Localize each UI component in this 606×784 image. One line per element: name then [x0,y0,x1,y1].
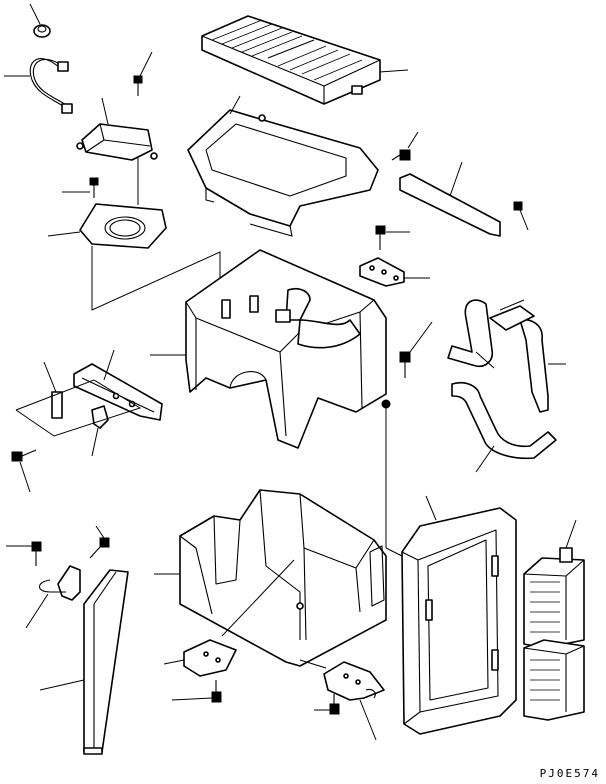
clip-plate [359,225,430,287]
base-bracket [163,639,237,703]
lower-case [154,489,387,669]
mounting-clip [6,525,110,629]
bolt [391,131,419,161]
bolt [11,449,37,493]
controller-unit [76,97,158,161]
leader-line [385,547,403,557]
long-panel [39,569,129,755]
bracket-bar [399,161,529,237]
screw [62,177,99,198]
grommet [29,3,51,38]
drawing-code: PJ0E574 [539,767,600,780]
left-bracket [15,349,163,457]
duct-hose [451,381,557,473]
leader-line [91,246,221,311]
filter-cover [187,95,379,237]
bolt [381,321,433,409]
base-bracket [314,661,385,741]
screw [133,51,153,96]
duct-hose [447,299,566,413]
air-filter-top [201,15,409,105]
filter-element [523,519,585,649]
gasket-plate [47,203,167,249]
filter-element [523,639,585,721]
upper-case [150,249,387,449]
wire-harness [4,58,73,114]
door-frame [401,495,517,735]
